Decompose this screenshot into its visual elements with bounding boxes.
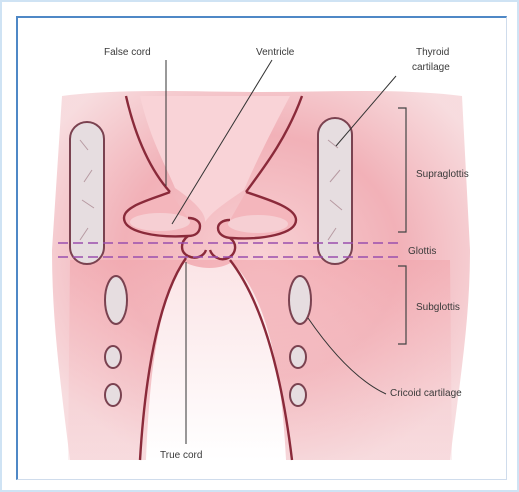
left-tracheal-ring-1 — [105, 346, 121, 368]
label-ventricle: Ventricle — [256, 47, 295, 58]
right-tracheal-ring-2 — [290, 384, 306, 406]
right-cricoid-ring — [289, 276, 311, 324]
label-thyroid-line1: Thyroid — [416, 47, 449, 58]
right-tracheal-ring-1 — [290, 346, 306, 368]
right-ventricle-space — [228, 215, 288, 233]
left-cricoid-ring — [105, 276, 127, 324]
left-ventricle-space — [130, 213, 190, 231]
label-supraglottis: Supraglottis — [416, 169, 469, 180]
label-glottis: Glottis — [408, 246, 436, 257]
label-thyroid-line2: cartilage — [412, 62, 450, 73]
label-subglottis: Subglottis — [416, 302, 460, 313]
label-cricoid-cartilage: Cricoid cartilage — [390, 388, 462, 399]
label-false-cord: False cord — [104, 47, 151, 58]
left-tracheal-ring-2 — [105, 384, 121, 406]
right-thyroid-cartilage — [318, 118, 352, 264]
label-true-cord: True cord — [160, 450, 202, 461]
